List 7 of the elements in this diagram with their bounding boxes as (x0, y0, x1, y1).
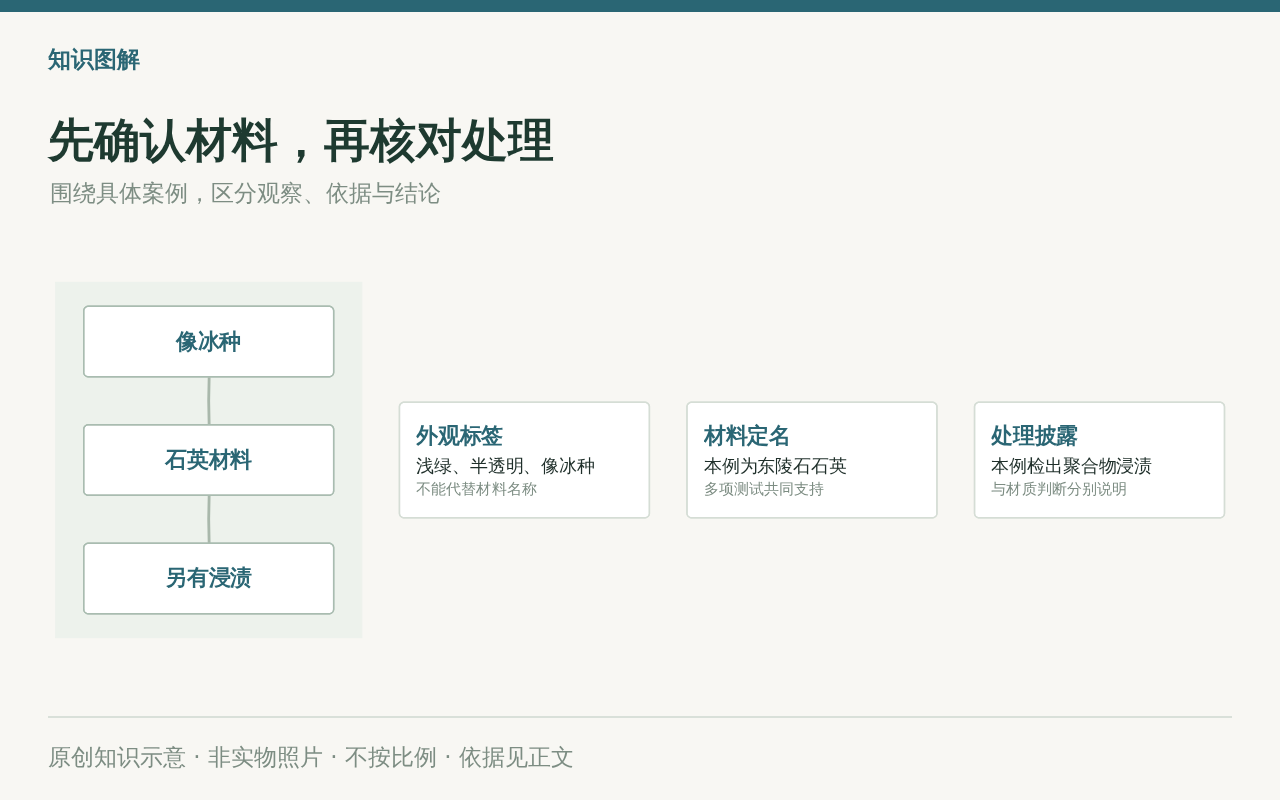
connector (207, 495, 211, 544)
footer-note: 原创知识示意 · 非实物照片 · 不按比例 · 依据见正文 (48, 743, 574, 772)
connector (207, 377, 211, 426)
title: 先确认材料，再核对处理 (48, 112, 554, 169)
kicker-text: 知识图解 (48, 45, 140, 74)
subtitle: 围绕具体案例，区分观察、依据与结论 (50, 179, 441, 208)
cluster (55, 281, 363, 639)
